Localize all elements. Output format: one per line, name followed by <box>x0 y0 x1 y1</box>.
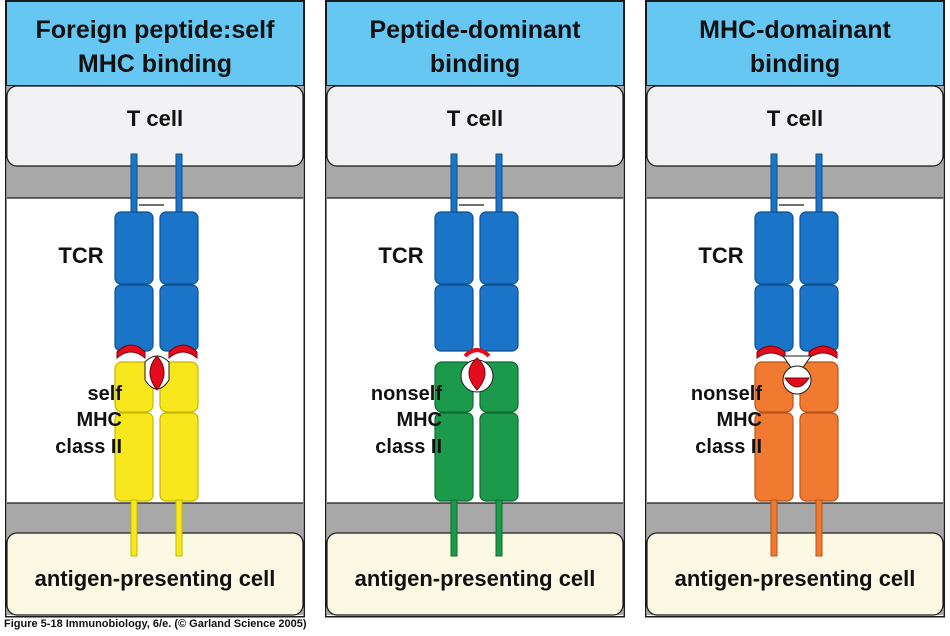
tcr-label: TCR <box>58 243 103 268</box>
t-cell-body <box>646 85 944 167</box>
panel-title-line1: Foreign peptide:self <box>36 16 276 44</box>
panel-2: Peptide-dominant binding T cell antigen-pre… <box>325 0 625 618</box>
tcr-stalk <box>815 153 823 215</box>
apc-body <box>6 532 304 616</box>
panel-title-bg <box>6 1 304 86</box>
mhc-stalk <box>450 499 458 557</box>
tcr-constant-domain <box>799 211 839 285</box>
apc-label: antigen-presenting cell <box>355 566 596 591</box>
tcr-mhc-contact <box>808 345 838 359</box>
panel-title-line1: Peptide-dominant <box>369 16 581 44</box>
tcr-variable-domain <box>754 284 794 352</box>
mhc-membrane-proximal-domain <box>159 412 199 502</box>
apc-body <box>326 532 624 616</box>
mhc-stalk <box>130 499 138 557</box>
panel-title-line1: MHC-domainant <box>699 16 891 44</box>
mhc-label-line2: MHC <box>716 409 762 431</box>
mhc-stalk <box>815 499 823 557</box>
tcr-mhc-contact <box>116 344 146 360</box>
mhc-label-line1: self <box>88 383 123 405</box>
panel-title-line2: binding <box>750 50 840 78</box>
mhc-stalk <box>175 499 183 557</box>
tcr-stalk <box>130 153 138 215</box>
t-cell-label: T cell <box>767 106 823 131</box>
mhc-membrane-proximal-domain <box>799 412 839 502</box>
apc-label: antigen-presenting cell <box>675 566 916 591</box>
t-cell-label: T cell <box>447 106 503 131</box>
tcr-constant-domain <box>114 211 154 285</box>
mhc-label-line2: MHC <box>396 409 442 431</box>
tcr-constant-domain <box>754 211 794 285</box>
panel-title-line2: binding <box>430 50 520 78</box>
apc-body <box>646 532 944 616</box>
tcr-constant-domain <box>479 211 519 285</box>
mhc-stalk <box>770 499 778 557</box>
panel-3: MHC-domainant binding T cell antigen-presen… <box>645 0 945 618</box>
tcr-stalk <box>175 153 183 215</box>
peptide <box>784 377 810 388</box>
t-cell-body <box>6 85 304 167</box>
tcr-stalk <box>450 153 458 215</box>
mhc-label-line1: nonself <box>371 383 442 405</box>
panel-title-line2: MHC binding <box>78 50 232 78</box>
tcr-constant-domain <box>434 211 474 285</box>
panel-title-bg <box>646 1 944 86</box>
mhc-label-line3: class II <box>55 436 122 458</box>
peptide <box>468 357 486 391</box>
mhc-membrane-proximal-domain <box>479 412 519 502</box>
mhc-stalk <box>495 499 503 557</box>
tcr-peptide-contact <box>463 348 491 358</box>
mhc-label-line2: MHC <box>76 409 122 431</box>
tcr-variable-domain <box>114 284 154 352</box>
mhc-label-line1: nonself <box>691 383 762 405</box>
mhc-label-line3: class II <box>695 436 762 458</box>
peptide <box>149 355 165 391</box>
tcr-mhc-contact <box>168 344 198 360</box>
tcr-stalk <box>495 153 503 215</box>
tcr-variable-domain <box>159 284 199 352</box>
apc-label: antigen-presenting cell <box>35 566 276 591</box>
mhc-label-line3: class II <box>375 436 442 458</box>
tcr-variable-domain <box>479 284 519 352</box>
figure-caption: Figure 5-18 Immunobiology, 6/e. (© Garla… <box>4 618 307 630</box>
tcr-constant-domain <box>159 211 199 285</box>
tcr-stalk <box>770 153 778 215</box>
t-cell-body <box>326 85 624 167</box>
tcr-variable-domain <box>799 284 839 352</box>
tcr-variable-domain <box>434 284 474 352</box>
t-cell-label: T cell <box>127 106 183 131</box>
tcr-label: TCR <box>378 243 423 268</box>
tcr-label: TCR <box>698 243 743 268</box>
